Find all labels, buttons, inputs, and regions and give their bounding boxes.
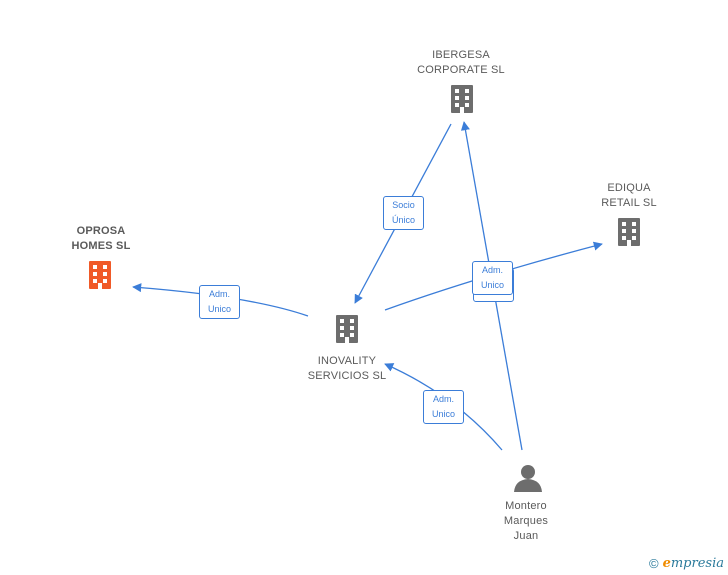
copyright-icon: ©: [648, 556, 659, 571]
building-icon[interactable]: [89, 261, 111, 289]
building-icon[interactable]: [618, 218, 640, 246]
edge-label-inovality-ediqua[interactable]: Adm. Unico: [472, 261, 513, 295]
edge-label-inovality-oprosa[interactable]: Adm. Unico: [199, 285, 240, 319]
node-label-inovality[interactable]: INOVALITY SERVICIOS SL: [307, 355, 387, 382]
copyright-notice: © empresia: [649, 556, 724, 571]
node-label-montero[interactable]: Montero Marques Juan: [503, 500, 549, 542]
building-icon[interactable]: [451, 85, 473, 113]
node-label-ibergesa[interactable]: IBERGESA CORPORATE SL: [417, 49, 505, 76]
person-icon[interactable]: [514, 465, 542, 492]
edge-label-montero-inovality[interactable]: Adm. Unico: [423, 390, 464, 424]
edge-label-ibergesa-inovality[interactable]: Socio Único: [383, 196, 424, 230]
node-label-oprosa[interactable]: OPROSA HOMES SL: [71, 225, 131, 252]
node-label-ediqua[interactable]: EDIQUA RETAIL SL: [601, 182, 657, 209]
brand-logo[interactable]: empresia: [662, 556, 724, 571]
building-icon[interactable]: [336, 315, 358, 343]
